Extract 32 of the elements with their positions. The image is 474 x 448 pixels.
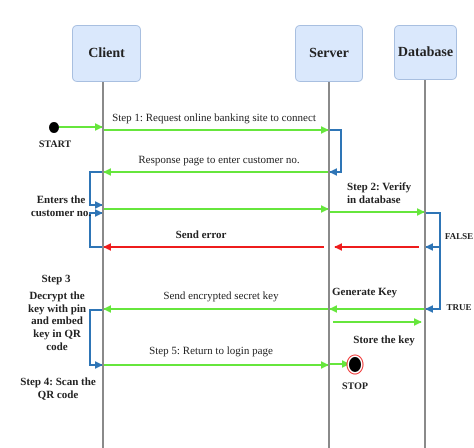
loop-arrow bbox=[89, 209, 103, 248]
message-arrow bbox=[104, 205, 329, 213]
participant-box: Client bbox=[72, 25, 141, 82]
step-note: Decrypt the key with pin and embed key in QR code bbox=[26, 290, 88, 354]
loop-arrow bbox=[89, 309, 103, 369]
message-arrow bbox=[103, 305, 328, 313]
node-caption: STOP bbox=[341, 381, 369, 392]
start-node bbox=[49, 122, 59, 133]
node-caption: START bbox=[38, 139, 72, 150]
participant-box: Server bbox=[295, 25, 363, 82]
lifeline bbox=[424, 80, 426, 448]
message-arrow bbox=[104, 126, 329, 134]
branch-label: TRUE bbox=[445, 302, 472, 312]
message-arrow bbox=[103, 243, 324, 251]
loop-arrow bbox=[329, 129, 342, 176]
stop-node bbox=[349, 357, 361, 372]
loop-arrow bbox=[89, 171, 103, 209]
lifeline bbox=[102, 82, 104, 448]
step-label: Step 4: Scan the QR code bbox=[19, 376, 97, 402]
message-arrow bbox=[333, 318, 422, 326]
message-arrow bbox=[329, 305, 424, 313]
branch-label: FALSE bbox=[444, 231, 474, 242]
step-label: Step 3 bbox=[40, 273, 72, 286]
loop-arrow bbox=[425, 212, 441, 313]
participant-box: Database bbox=[394, 25, 457, 80]
customer-note: Enters the customer no. bbox=[30, 194, 92, 220]
message-arrow bbox=[334, 243, 419, 251]
message-arrow bbox=[104, 361, 329, 369]
message-arrow bbox=[103, 168, 328, 176]
lifeline bbox=[328, 82, 330, 448]
message-arrow bbox=[330, 208, 425, 216]
message-arrow bbox=[59, 123, 103, 131]
